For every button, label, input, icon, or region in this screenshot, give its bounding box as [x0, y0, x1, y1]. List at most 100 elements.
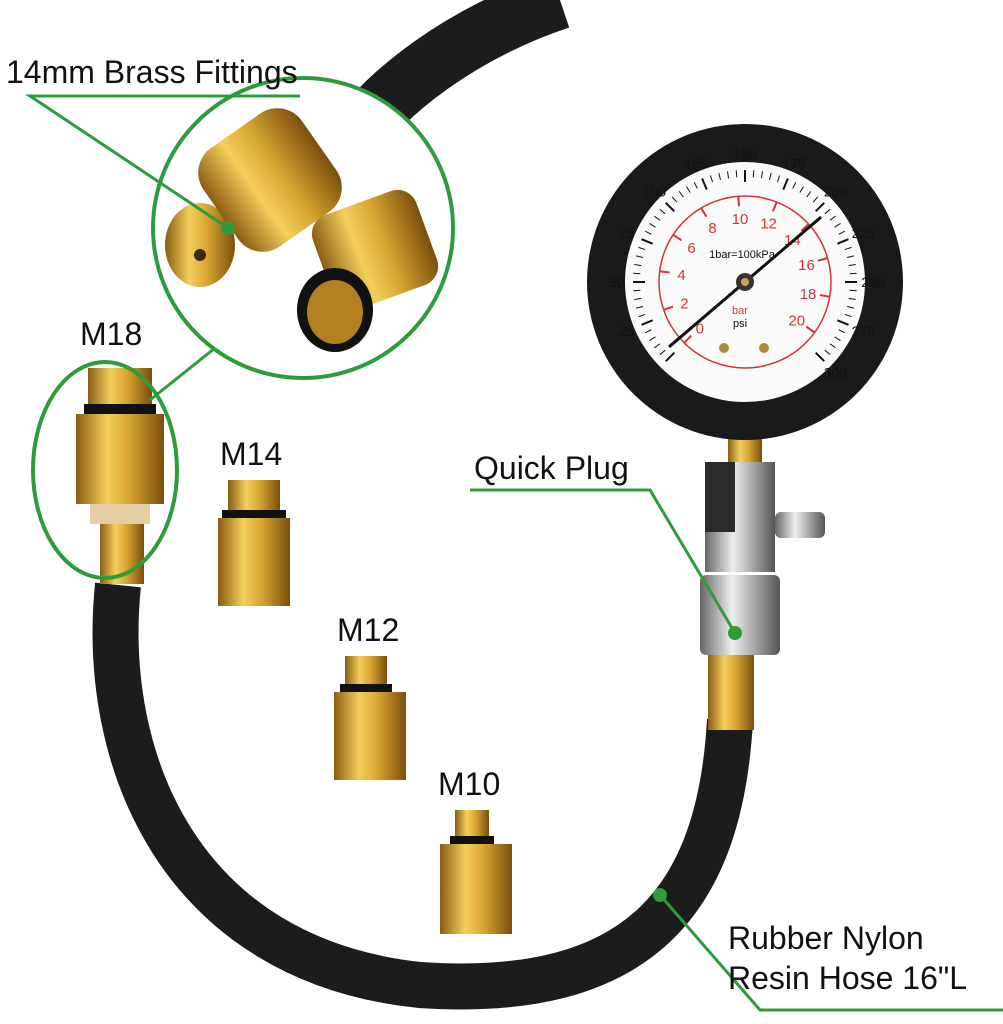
psi-tick [671, 196, 678, 203]
psi-tick [815, 202, 825, 212]
psi-tick-label: 175 [782, 156, 806, 172]
bar-tick [800, 223, 810, 232]
label-m10: M10 [438, 766, 501, 802]
psi-tick [678, 191, 684, 198]
bar-tick [817, 257, 828, 262]
psi-tick [799, 186, 804, 193]
bar-tick-label: 4 [677, 267, 685, 284]
psi-tick-label: 300 [824, 365, 848, 381]
m12-adapter [334, 656, 406, 780]
gauge-unit-psi: psi [733, 318, 747, 330]
psi-tick-label: 25 [619, 323, 635, 339]
psi-tick-label: 125 [684, 156, 708, 172]
psi-tick [812, 196, 819, 203]
psi-tick [633, 289, 641, 292]
gauge-conversion-note: 1bar=100kPa [709, 249, 776, 261]
psi-tick [665, 352, 675, 362]
psi-tick [837, 238, 849, 245]
bar-tick-label: 10 [732, 211, 749, 228]
psi-tick [837, 319, 849, 326]
psi-tick [834, 223, 841, 228]
psi-tick [635, 255, 644, 258]
bar-tick [805, 325, 816, 334]
psi-tick [752, 170, 755, 178]
psi-tick [641, 238, 653, 245]
psi-tick-label: 200 [824, 183, 848, 199]
psi-tick [638, 246, 646, 251]
bar-tick [683, 335, 692, 344]
gauge-unit-bar: bar [732, 305, 748, 317]
psi-tick [726, 171, 730, 179]
psi-tick [806, 191, 812, 198]
psi-tick [844, 313, 852, 318]
brass-fitting-female [297, 189, 439, 352]
bar-tick-label: 8 [708, 220, 716, 237]
bar-tick [700, 207, 708, 218]
bar-tick-label: 12 [760, 215, 777, 232]
psi-tick [693, 181, 698, 189]
psi-tick [644, 230, 652, 235]
label-hose-line1: Rubber Nylon [728, 920, 924, 956]
psi-tick [634, 297, 642, 301]
hose-main [92, 582, 753, 1010]
psi-tick-label: 75 [619, 225, 635, 241]
psi-tick [635, 306, 644, 309]
psi-tick [844, 246, 852, 251]
brass-fitting-male [165, 108, 342, 287]
psi-tick [792, 181, 797, 189]
psi-tick [769, 172, 772, 181]
label-brass-fittings: 14mm Brass Fittings [6, 54, 298, 90]
label-m14: M14 [220, 436, 283, 472]
quick-plug-button [775, 512, 825, 538]
psi-tick [760, 171, 764, 179]
psi-tick-label: 225 [852, 225, 876, 241]
callout-dot-brass [221, 221, 235, 235]
m18-inset [31, 360, 179, 580]
psi-tick-label: 150 [733, 146, 757, 162]
label-hose-line2: Resin Hose 16"L [728, 960, 968, 996]
psi-tick [686, 186, 691, 193]
bar-tick-label: 16 [798, 257, 815, 274]
psi-tick-label: 100 [643, 183, 667, 199]
psi-tick-label: 50 [609, 274, 625, 290]
psi-tick [824, 349, 831, 356]
psi-tick [848, 297, 856, 301]
psi-tick [829, 215, 836, 221]
psi-tick [649, 336, 656, 341]
psi-tick [718, 172, 721, 181]
psi-tick [709, 175, 714, 183]
bar-tick [659, 270, 670, 274]
bar-tick-label: 6 [687, 240, 695, 257]
psi-tick [848, 263, 856, 267]
bar-tick [672, 233, 683, 242]
bar-tick-label: 2 [680, 296, 688, 313]
label-quick-plug: Quick Plug [474, 450, 629, 486]
psi-tick [849, 272, 857, 275]
psi-tick [838, 329, 846, 334]
psi-tick [701, 178, 708, 190]
label-m18: M18 [80, 316, 143, 352]
psi-tick-label: 275 [852, 323, 876, 339]
psi-tick [834, 336, 841, 341]
m14-adapter [218, 480, 290, 606]
psi-tick [846, 306, 855, 309]
psi-tick [849, 289, 857, 292]
m10-adapter [440, 810, 512, 934]
psi-tick [838, 230, 846, 235]
bar-tick-label: 0 [696, 320, 704, 337]
psi-tick [665, 202, 675, 212]
psi-tick [634, 263, 642, 267]
psi-tick [776, 175, 781, 183]
pressure-gauge: 2550751001251501752002252502753000246810… [587, 124, 903, 440]
m18-fitting [76, 368, 164, 584]
psi-tick [659, 349, 666, 356]
psi-tick [654, 215, 661, 221]
psi-tick [633, 272, 641, 275]
psi-tick [815, 352, 825, 362]
psi-tick [846, 255, 855, 258]
bar-tick [819, 294, 830, 298]
bar-tick [663, 305, 674, 311]
psi-tick [824, 208, 831, 215]
psi-tick [654, 343, 661, 349]
